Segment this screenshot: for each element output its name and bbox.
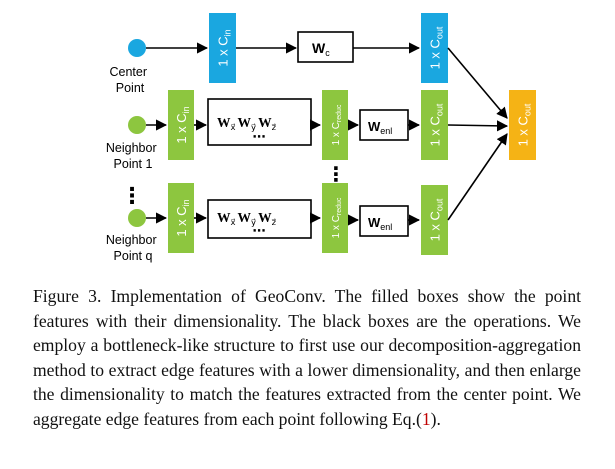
figure-caption: Figure 3. Implementation of GeoConv. The… — [33, 284, 581, 432]
feature-n1-reduc: 1 x Creduc — [322, 90, 348, 160]
feature-nq-out: 1 x Cout — [421, 185, 448, 255]
svg-text:1 x Cin: 1 x Cin — [216, 29, 233, 66]
center-point-dot — [128, 39, 146, 57]
svg-text:⋯: ⋯ — [253, 223, 266, 238]
vertical-ellipsis-middle: ⋮ — [326, 164, 346, 186]
op-wxyz-1: Wx⃗Wy⃗Wz⃗ ⋯ — [207, 98, 312, 146]
feature-n1-in: 1 x Cin — [168, 90, 194, 160]
op-wc: Wc — [297, 31, 354, 63]
feature-center-out: 1 x Cout — [421, 13, 448, 83]
neighborq-point-dot — [128, 209, 146, 227]
op-wenl-q: Wenl — [359, 205, 409, 237]
geoconv-figure: Center Point 1 x Cin Wc 1 x Cout Neighbo… — [106, 13, 536, 263]
svg-text:Wc: Wc — [312, 40, 330, 58]
svg-text:1 x Cout: 1 x Cout — [428, 103, 445, 146]
caption-end: ). — [430, 408, 441, 429]
feature-center-in: 1 x Cin — [209, 13, 236, 83]
feature-n1-out: 1 x Cout — [421, 90, 448, 160]
op-wxyz-q: Wx⃗Wy⃗Wz⃗ ⋯ — [207, 199, 312, 239]
center-point-label: Center Point — [109, 65, 150, 95]
neighbor1-point-dot — [128, 116, 146, 134]
neighbor1-point-label: Neighbor Point 1 — [106, 141, 160, 171]
svg-text:1 x Creduc: 1 x Creduc — [331, 197, 343, 238]
vertical-ellipsis-left: ⋮ — [121, 183, 143, 208]
svg-text:Wenl: Wenl — [368, 119, 392, 136]
svg-text:1 x Creduc: 1 x Creduc — [331, 104, 343, 145]
svg-text:1 x Cout: 1 x Cout — [516, 103, 533, 146]
op-wenl-1: Wenl — [359, 109, 409, 141]
neighborq-point-label: Neighbor Point q — [106, 233, 160, 263]
caption-text: Implementation of GeoConv. The filled bo… — [33, 286, 581, 429]
caption-label: Figure 3. — [33, 286, 102, 306]
svg-text:⋯: ⋯ — [253, 129, 266, 144]
svg-text:Wenl: Wenl — [368, 215, 392, 232]
svg-text:1 x Cout: 1 x Cout — [428, 198, 445, 241]
svg-text:Wx⃗Wy⃗Wz⃗: Wx⃗Wy⃗Wz⃗ — [217, 210, 277, 227]
svg-text:1 x Cin: 1 x Cin — [174, 106, 191, 143]
feature-nq-in: 1 x Cin — [168, 183, 194, 253]
svg-text:1 x Cout: 1 x Cout — [428, 26, 445, 69]
feature-nq-reduc: 1 x Creduc — [322, 183, 348, 253]
svg-text:Wx⃗Wy⃗Wz⃗: Wx⃗Wy⃗Wz⃗ — [217, 115, 277, 132]
equation-reference-link[interactable]: 1 — [421, 408, 431, 429]
svg-text:1 x Cin: 1 x Cin — [174, 199, 191, 236]
feature-final-out: 1 x Cout — [509, 90, 536, 160]
